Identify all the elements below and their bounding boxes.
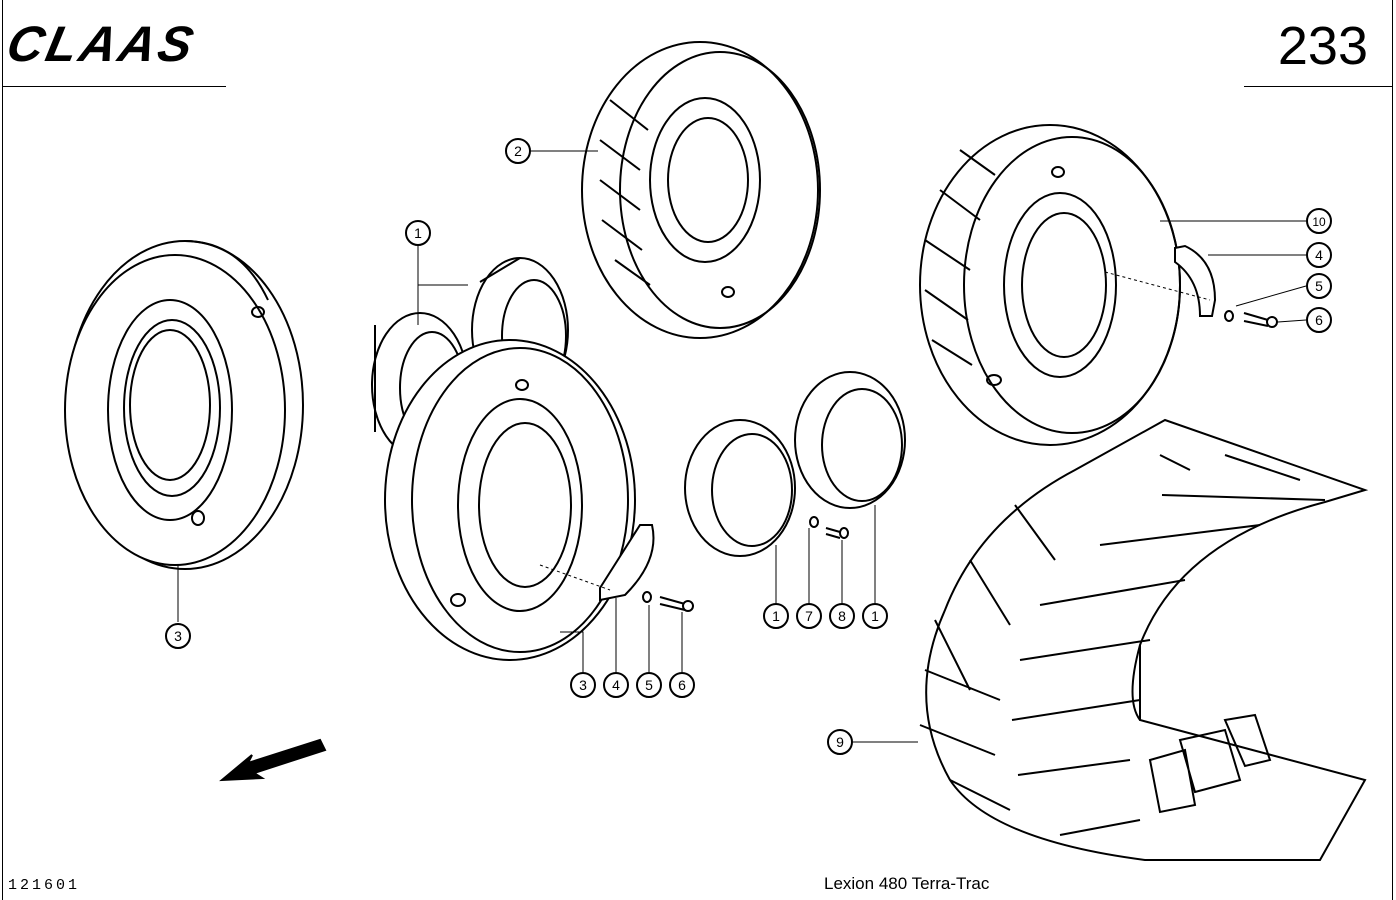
- callout: 8: [829, 603, 855, 629]
- model-name: Lexion 480 Terra-Trac: [824, 874, 990, 893]
- frame-right: [1392, 0, 1393, 900]
- callout-label: 8: [838, 608, 846, 624]
- callout: 1: [405, 220, 431, 246]
- segment-parts-right: [1104, 244, 1278, 328]
- callout: 1: [862, 603, 888, 629]
- callout-label: 1: [871, 608, 879, 624]
- page-number: 233: [1277, 16, 1368, 76]
- callout: 5: [1306, 273, 1332, 299]
- leader-lines: [177, 150, 1307, 743]
- callout: 9: [827, 729, 853, 755]
- callout-label: 1: [772, 608, 780, 624]
- callout-label: 2: [514, 143, 522, 159]
- frame-left: [2, 0, 3, 900]
- callout-label: 6: [1315, 312, 1323, 328]
- callout-label: 5: [645, 677, 653, 693]
- callout: 5: [636, 672, 662, 698]
- callout-label: 1: [414, 225, 422, 241]
- callout: 3: [570, 672, 596, 698]
- callout: 6: [1306, 307, 1332, 333]
- callout: 6: [669, 672, 695, 698]
- callout: 1: [763, 603, 789, 629]
- callout-label: 10: [1312, 215, 1326, 229]
- roller-pair-center: [684, 371, 906, 557]
- callout: 4: [603, 672, 629, 698]
- callout: 7: [796, 603, 822, 629]
- callout: 4: [1306, 242, 1332, 268]
- callout: 3: [165, 623, 191, 649]
- callout-label: 4: [612, 677, 620, 693]
- callout: 2: [505, 138, 531, 164]
- callout-label: 7: [805, 608, 813, 624]
- tyre-wheel-right: [919, 124, 1181, 446]
- direction-arrow-icon: [219, 738, 327, 782]
- callout-label: 3: [174, 628, 182, 644]
- callout-label: 6: [678, 677, 686, 693]
- callout-label: 4: [1315, 247, 1323, 263]
- segment-parts-center: [539, 524, 694, 612]
- tyre-wheel-top: [581, 41, 821, 339]
- document-code: 121601: [8, 877, 81, 894]
- callout-label: 3: [579, 677, 587, 693]
- callout-label: 9: [836, 734, 844, 750]
- header-rule-right: [1244, 86, 1392, 87]
- callout-group: 1 1 1 2 3 3 4: [165, 138, 1332, 755]
- wheel-left: [64, 240, 304, 570]
- callout: 10: [1306, 208, 1332, 234]
- callout-label: 5: [1315, 278, 1323, 294]
- washer-bolt-center: [809, 516, 849, 539]
- track-belt: [919, 418, 1369, 861]
- header-rule-left: [2, 86, 226, 87]
- wheel-center: [384, 339, 636, 661]
